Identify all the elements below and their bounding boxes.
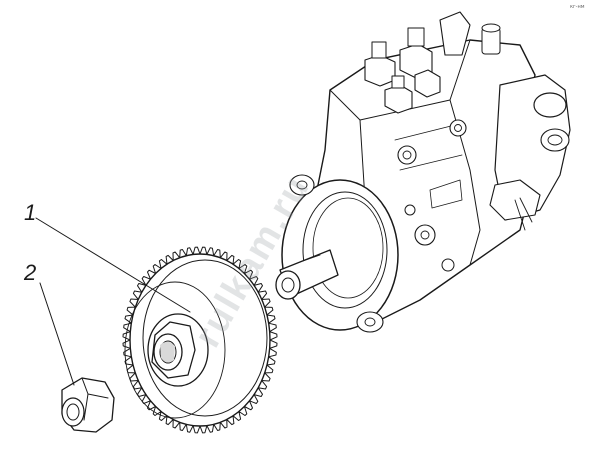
gear-nut <box>61 377 115 433</box>
corner-code: кг-нм <box>570 4 585 10</box>
leader-lines <box>35 217 191 386</box>
callout-1: 1 <box>24 200 36 225</box>
high-pressure-fittings <box>364 11 501 114</box>
fuel-injection-pump <box>275 11 571 333</box>
callout-2: 2 <box>23 260 36 285</box>
